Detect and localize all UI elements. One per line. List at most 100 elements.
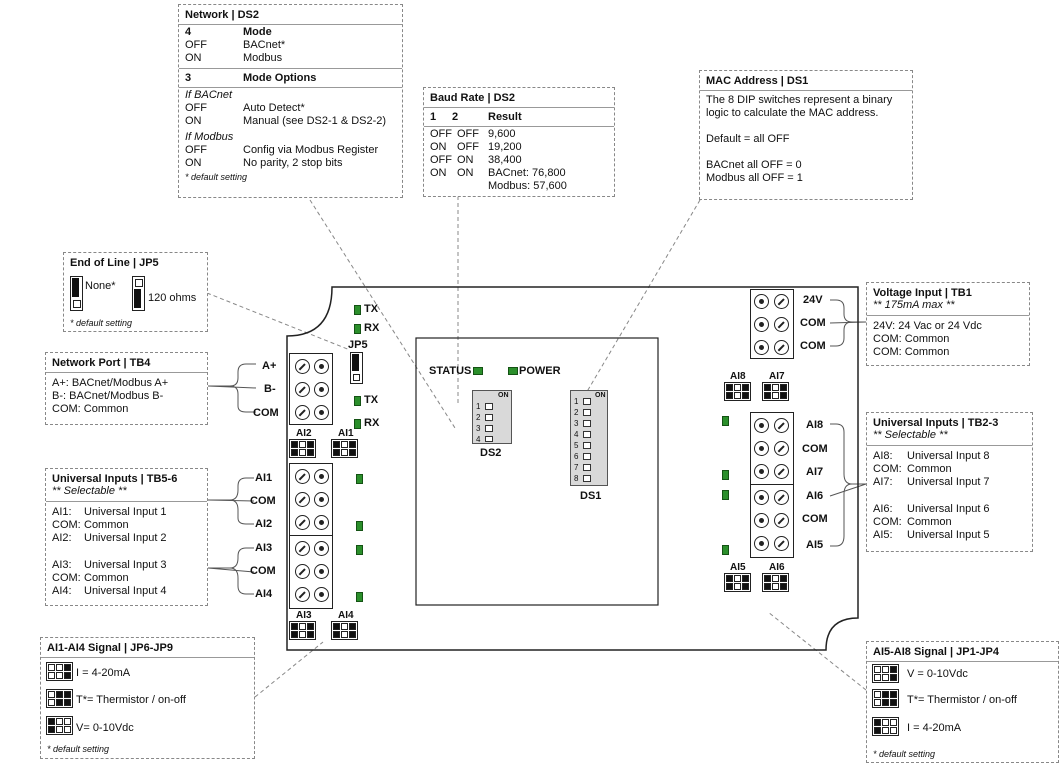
dip-switch-6[interactable] — [583, 453, 591, 460]
eol-none: None* — [85, 280, 116, 292]
mac-address-box: MAC Address | DS1 The 8 DIP switches rep… — [699, 70, 913, 200]
screw-icon — [774, 464, 789, 479]
ui56-key: COM: — [52, 519, 81, 531]
tx2-led — [354, 396, 361, 406]
ui23-key: COM: — [873, 516, 902, 528]
ui23-title: Universal Inputs | TB2-3 — [873, 417, 999, 429]
wire-hole-icon — [314, 469, 329, 484]
network-h1b: Mode — [243, 26, 272, 38]
tb56-com2: COM — [250, 565, 276, 577]
ai5-jumper[interactable] — [724, 573, 751, 592]
dip-switch-4[interactable] — [485, 436, 493, 442]
ds2-on-label: ON — [498, 392, 509, 399]
dip-switch-1[interactable] — [583, 398, 591, 405]
ds1-on-label: ON — [595, 392, 606, 399]
ui23-val: Universal Input 8 — [907, 450, 990, 462]
ai4-led — [356, 592, 363, 602]
dip-switch-5[interactable] — [583, 442, 591, 449]
dip-num: 2 — [476, 413, 481, 422]
dip-switch-1[interactable] — [485, 403, 493, 410]
ai6-led — [722, 490, 729, 500]
tb23-ai5: AI5 — [806, 539, 824, 551]
wire-hole-icon — [314, 541, 329, 556]
rx2-label: RX — [364, 417, 380, 429]
eol-title: End of Line | JP5 — [70, 257, 159, 269]
baud-cell: 19,200 — [488, 141, 522, 153]
ai8-led — [722, 416, 729, 426]
screw-icon — [295, 492, 310, 507]
ai4-jumper[interactable] — [331, 621, 358, 640]
baud-cell: OFF — [430, 128, 452, 140]
ai1-jumper[interactable] — [331, 439, 358, 458]
dip-switch-4[interactable] — [583, 431, 591, 438]
tb1-com2: COM — [800, 340, 826, 352]
ai4-label: AI4 — [338, 610, 354, 621]
screw-icon — [295, 515, 310, 530]
wire-hole-icon — [314, 492, 329, 507]
ui56-key: AI1: — [52, 506, 72, 518]
network-sub1: If BACnet — [185, 89, 233, 101]
tb1-terminal-block — [750, 289, 794, 359]
screw-icon — [774, 294, 789, 309]
ai2-jumper[interactable] — [289, 439, 316, 458]
network-r1b: BACnet* — [243, 39, 286, 51]
dip-num: 6 — [574, 452, 579, 461]
tb23-ai8: AI8 — [806, 419, 824, 431]
dip-switch-7[interactable] — [583, 464, 591, 471]
universal-inputs-tb56-box: Universal Inputs | TB5-6 ** Selectable *… — [45, 468, 208, 606]
baud-h2: 2 — [452, 111, 459, 123]
dip-switch-3[interactable] — [485, 425, 493, 432]
baud-cell: Modbus: 57,600 — [488, 180, 567, 192]
wire-hole-icon — [754, 317, 769, 332]
network-note: * default setting — [185, 172, 248, 182]
baud-cell: OFF — [457, 128, 479, 140]
ui23-key: AI8: — [873, 450, 893, 462]
dip-switch-2[interactable] — [485, 414, 493, 421]
wire-hole-icon — [754, 441, 769, 456]
dip-num: 4 — [574, 430, 579, 439]
ai8-jumper[interactable] — [724, 382, 751, 401]
dip-num: 1 — [476, 402, 481, 411]
jp5-jumper — [350, 352, 363, 384]
ai2-led — [356, 521, 363, 531]
dip-switch-2[interactable] — [583, 409, 591, 416]
ai5-led — [722, 545, 729, 555]
power-label: POWER — [519, 365, 561, 377]
ui56-val: Universal Input 3 — [84, 559, 167, 571]
ai3-jumper[interactable] — [289, 621, 316, 640]
tb23-terminal-block — [750, 412, 794, 558]
baud-cell: ON — [430, 167, 447, 179]
ui56-val: Universal Input 4 — [84, 585, 167, 597]
screw-icon — [774, 317, 789, 332]
network-r4a: ON — [185, 115, 202, 127]
jumper-none-icon — [70, 276, 83, 311]
tb56-com1: COM — [250, 495, 276, 507]
volt-sub: ** 175mA max ** — [873, 299, 955, 311]
wire-hole-icon — [754, 294, 769, 309]
rx2-led — [354, 419, 361, 429]
network-title: Network | DS2 — [185, 9, 259, 21]
network-h1a: 4 — [185, 26, 192, 38]
network-r1a: OFF — [185, 39, 207, 51]
dip-switch-3[interactable] — [583, 420, 591, 427]
ai7-jumper[interactable] — [762, 382, 789, 401]
screw-icon — [295, 405, 310, 420]
ai6-jumper[interactable] — [762, 573, 789, 592]
sig58-l1: V = 0-10Vdc — [907, 668, 968, 680]
voltage-input-box: Voltage Input | TB1 ** 175mA max ** 24V:… — [866, 282, 1030, 366]
jumper-current-icon — [46, 662, 73, 681]
ui56-key: AI4: — [52, 585, 72, 597]
ai6-label: AI6 — [769, 562, 785, 573]
netport-l3: COM: Common — [52, 403, 129, 415]
wire-hole-icon — [314, 405, 329, 420]
wire-hole-icon — [314, 564, 329, 579]
sig58-l3: I = 4-20mA — [907, 722, 962, 734]
ds2-label: DS2 — [480, 447, 502, 459]
ui56-key: COM: — [52, 572, 81, 584]
sig14-l3: V= 0-10Vdc — [76, 722, 134, 734]
dip-switch-8[interactable] — [583, 475, 591, 482]
